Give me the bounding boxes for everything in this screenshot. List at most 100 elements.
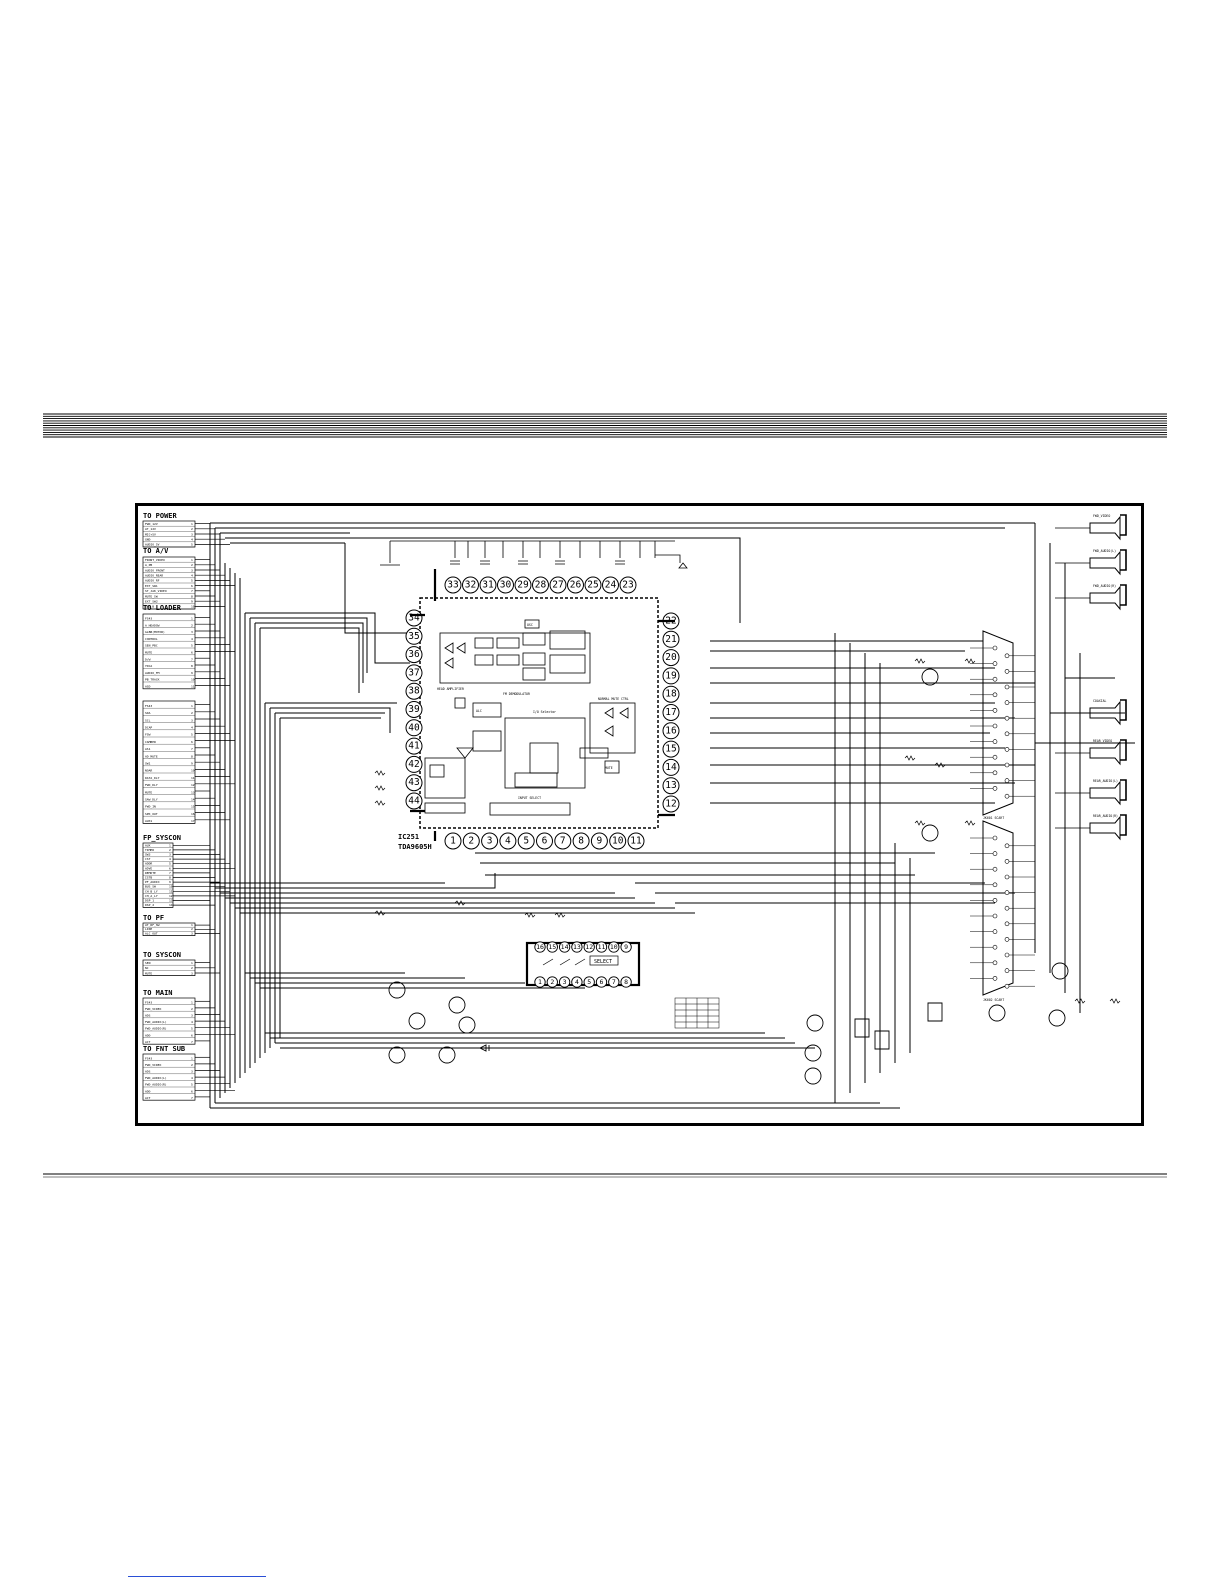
ic-pin xyxy=(462,576,479,594)
connector-pin-label: MUTE_SW xyxy=(145,594,158,598)
connector-pin-number: 2 xyxy=(191,1063,193,1067)
connector-pin-number: 9 xyxy=(169,880,171,884)
rca-jack-shell xyxy=(1120,739,1127,761)
ic-ref: IC251 xyxy=(398,833,419,841)
connector-pin-label: PB_TRACK xyxy=(145,678,160,682)
ic-select-pin-number: 10 xyxy=(610,943,618,951)
rca-jack-icon xyxy=(1089,740,1121,766)
rca-jack-shell xyxy=(1120,514,1127,536)
connector-pin-number: 5 xyxy=(191,1027,193,1031)
ic-pin xyxy=(662,758,680,776)
scart-label: JK602 SCART xyxy=(983,998,1004,1002)
ic-pin xyxy=(627,832,645,850)
connector-pin-number: 1 xyxy=(191,961,193,965)
rca-jack-label: REAR_VIDEO xyxy=(1093,739,1112,743)
connector-pin-number: 7 xyxy=(169,871,171,875)
ic-pin xyxy=(405,755,423,773)
connector-pin-label: ALC_OUT xyxy=(145,931,158,935)
scart-pin xyxy=(1004,921,1010,927)
connector-pin-number: 9 xyxy=(191,600,193,604)
connector-pin-label: ISTB xyxy=(145,876,152,880)
ic-pin xyxy=(662,667,680,685)
connector-pin-number: 4 xyxy=(191,574,193,578)
connector-title: TO A/V xyxy=(143,547,169,555)
connector-pin-number: 7 xyxy=(191,1096,193,1100)
ic-pin xyxy=(444,832,462,850)
connector-pin-number: 12 xyxy=(169,894,173,898)
connector-pin-number: 2 xyxy=(169,848,171,852)
ic-pin xyxy=(405,682,423,700)
connector-pin-number: 3 xyxy=(191,931,193,935)
rca-jack-shell xyxy=(1120,549,1127,571)
ic-pin-number: 43 xyxy=(408,777,419,788)
ic-select-pin xyxy=(608,941,620,953)
rca-jack-shell xyxy=(1120,584,1127,606)
ic-pin-number: 26 xyxy=(570,580,582,591)
ic-block-label: NORMAL MUTE CTRL xyxy=(598,697,629,701)
ic-pin-number: 31 xyxy=(482,580,494,591)
connector-pin-label: FWD_VIDEO xyxy=(145,1007,161,1011)
ic-pin-number: 11 xyxy=(630,836,642,847)
footer-link-underline[interactable] xyxy=(128,1576,266,1577)
connector-pin-number: 8 xyxy=(169,876,171,880)
ic-select-pin xyxy=(571,941,583,953)
ic-pin-number: 40 xyxy=(408,722,420,733)
connector-title: TO POWER xyxy=(143,512,178,520)
ic-pin xyxy=(662,630,680,648)
ic-pin-number: 14 xyxy=(665,762,677,773)
ic-pin-number: 41 xyxy=(408,741,420,752)
connector-pin-label: ASD xyxy=(145,685,151,689)
rca-jack-label: FWD_AUDIO(R) xyxy=(1093,584,1116,588)
connector-pin-label: GND xyxy=(145,538,151,542)
connector-pin-label: FS43 xyxy=(145,1056,152,1060)
scart-pin xyxy=(992,754,998,760)
ic-select-pin xyxy=(571,976,583,988)
connector-pin-number: 6 xyxy=(191,1033,193,1037)
connector-pin-number: 1 xyxy=(191,923,193,927)
connector-pin-label: ADS xyxy=(145,1070,151,1074)
connector-pin-number: 2 xyxy=(191,927,193,931)
ic-select-pin xyxy=(620,976,632,988)
ic-select-pin xyxy=(558,976,571,988)
connector-pin-number: 1 xyxy=(191,1056,193,1060)
connector-pin-number: 4 xyxy=(191,538,193,542)
ic-pin-number: 29 xyxy=(517,580,529,591)
connector-pin-label: D/W xyxy=(145,657,151,661)
connector-pin-label: ADDR xyxy=(145,862,152,866)
ic-select-pin-number: 13 xyxy=(573,943,581,951)
connector-pin-number: 10 xyxy=(191,769,195,773)
rca-jack-icon xyxy=(1089,515,1121,541)
wiring-bus xyxy=(209,522,1135,1109)
scart-pin xyxy=(992,866,998,872)
connector-pin-label: LIRH xyxy=(145,927,152,931)
connector-pin-label: ST_JAK_VIDEO xyxy=(145,589,167,593)
connector-pin-label: FWD_AUDIO(R) xyxy=(145,1027,167,1031)
connector-pin-label: SW1 xyxy=(145,762,151,766)
rca-jack-label: COAXIAL xyxy=(1093,699,1107,703)
connector-pin-label: DATA_DLY xyxy=(145,776,160,780)
connector-pin-number: 4 xyxy=(191,1020,193,1024)
connector-pin-number: 15 xyxy=(191,805,195,809)
connector-pin-number: 7 xyxy=(191,589,193,593)
ic-select-pin xyxy=(534,976,546,988)
ic-select-pin-number: 6 xyxy=(600,978,604,986)
ic-pin-number: 3 xyxy=(487,836,493,847)
connector-pin-number: 6 xyxy=(191,651,193,655)
ic-pin xyxy=(572,832,590,850)
ic-pin-number: 20 xyxy=(665,652,677,663)
connector-pin-number: 8 xyxy=(191,754,193,758)
connector-pin-number: 8 xyxy=(191,664,193,668)
connector-title: TO LOADER xyxy=(143,604,182,612)
scart-pin xyxy=(1004,653,1010,659)
connector-pin-number: 11 xyxy=(169,889,173,893)
ic-pin-number: 37 xyxy=(408,667,419,678)
ic-block-label: FM DEMODULATOR xyxy=(503,692,530,696)
connector-pin-number: 9 xyxy=(191,671,193,675)
scart-pin xyxy=(992,692,998,698)
connector-pin-number: 5 xyxy=(191,644,193,648)
ic-pin-number: 33 xyxy=(447,580,458,591)
scart-pin xyxy=(1004,700,1010,705)
connector-pin-number: 16 xyxy=(191,812,195,816)
